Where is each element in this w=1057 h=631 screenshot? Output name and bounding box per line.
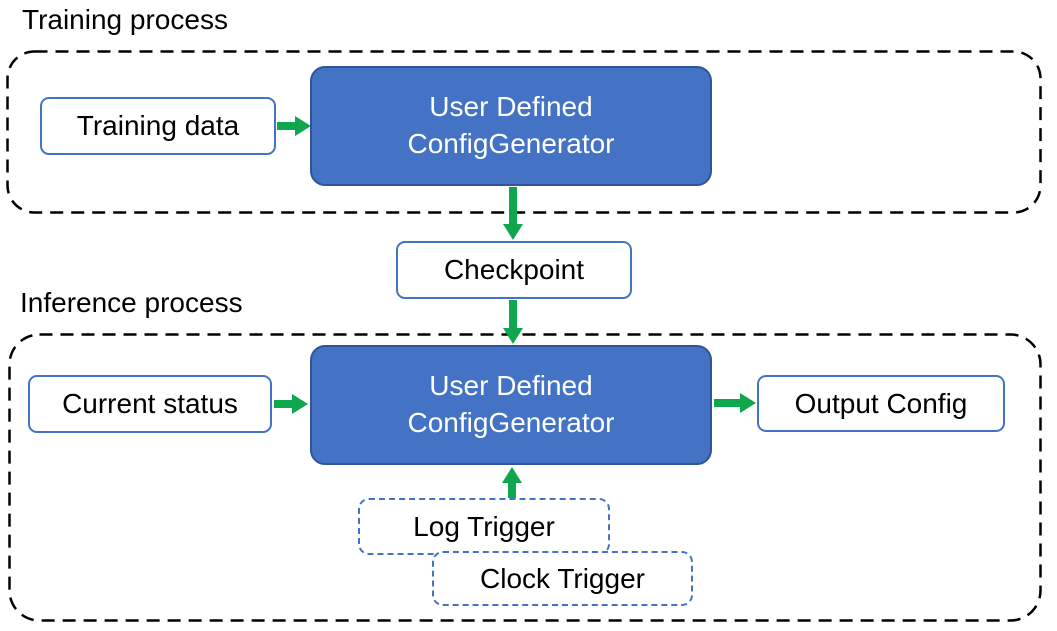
training-generator-box: User Defined ConfigGenerator — [310, 66, 712, 186]
arrow-current-status-to-generator — [274, 394, 308, 414]
arrow-stem — [508, 483, 516, 498]
output-config-label: Output Config — [794, 387, 968, 419]
arrow-stem — [714, 399, 740, 407]
training-generator-label-line2: ConfigGenerator — [407, 128, 615, 159]
training-data-box: Training data — [40, 97, 276, 155]
log-trigger-box: Log Trigger — [358, 498, 610, 555]
arrow-down-head-icon — [503, 328, 523, 344]
arrow-generator-to-checkpoint — [503, 187, 523, 240]
training-process-title: Training process — [22, 4, 228, 35]
checkpoint-label: Checkpoint — [443, 254, 585, 285]
arrow-down-head-icon — [503, 224, 523, 240]
arrow-checkpoint-to-inference-generator — [503, 300, 523, 344]
log-trigger-label: Log Trigger — [413, 510, 555, 542]
inference-generator-label-line2: ConfigGenerator — [407, 407, 615, 438]
arrow-generator-to-output — [714, 393, 756, 413]
clock-trigger-label: Clock Trigger — [480, 562, 645, 594]
training-data-label: Training data — [76, 110, 240, 141]
output-config-box: Output Config — [757, 375, 1005, 432]
inference-generator-box: User Defined ConfigGenerator — [310, 345, 712, 465]
arrow-right-head-icon — [292, 394, 308, 414]
current-status-label: Current status — [62, 388, 238, 419]
arrow-right-head-icon — [295, 116, 311, 136]
checkpoint-box: Checkpoint — [396, 241, 632, 299]
arrow-right-head-icon — [740, 393, 756, 413]
arrow-stem — [274, 400, 292, 408]
training-generator-label-line1: User Defined — [429, 91, 593, 123]
arrow-triggers-to-generator — [502, 467, 522, 498]
training-process-container — [6, 50, 1042, 214]
clock-trigger-box: Clock Trigger — [432, 551, 693, 606]
arrow-training-data-to-generator — [277, 116, 311, 136]
inference-process-title: Inference process — [20, 287, 243, 318]
inference-process-container — [8, 333, 1042, 622]
arrow-stem — [277, 122, 295, 130]
arrow-stem — [509, 300, 517, 328]
inference-generator-label-line1: User Defined — [429, 370, 593, 402]
current-status-box: Current status — [28, 375, 272, 433]
arrow-up-head-icon — [502, 467, 522, 483]
arrow-stem — [509, 187, 517, 224]
